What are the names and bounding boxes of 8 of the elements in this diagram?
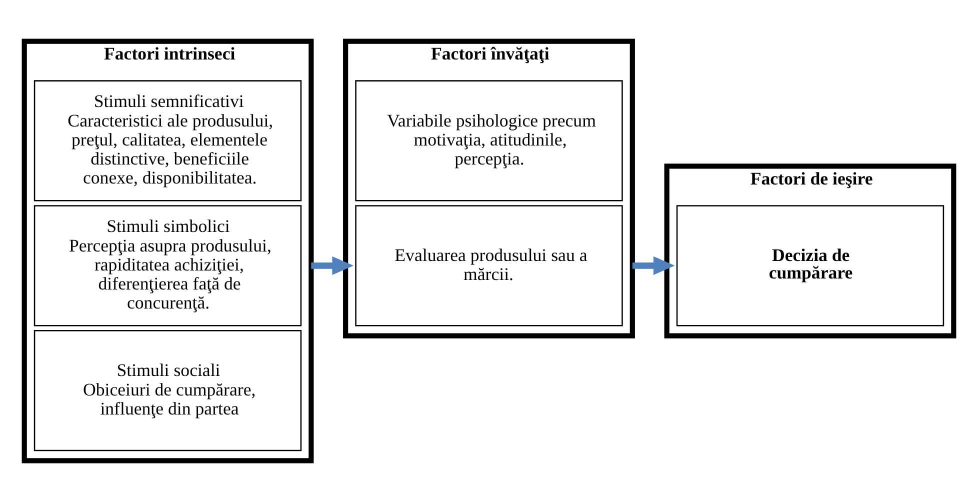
node-box: Stimuli sociali Obiceiuri de cumpărare, influenţe din partea	[34, 330, 302, 452]
arrow	[311, 256, 354, 275]
node-box: Stimuli semnificativi Caracteristici ale produsului, preţul, calitatea, elementele distinctive, beneficiile conexe, disponibilitatea.	[34, 80, 302, 202]
node-box: Variabile psihologice precum motivaţia, atitudinile, percepţia.	[355, 80, 623, 202]
node-box: Decizia de cumpărare	[676, 205, 944, 326]
node-box: Evaluarea produsului sau a mărcii.	[355, 205, 623, 326]
arrow	[632, 256, 675, 275]
node-box: Stimuli simbolici Percepţia asupra produsului, rapiditatea achiziţiei, diferenţierea faţă de concurenţă.	[34, 205, 302, 326]
